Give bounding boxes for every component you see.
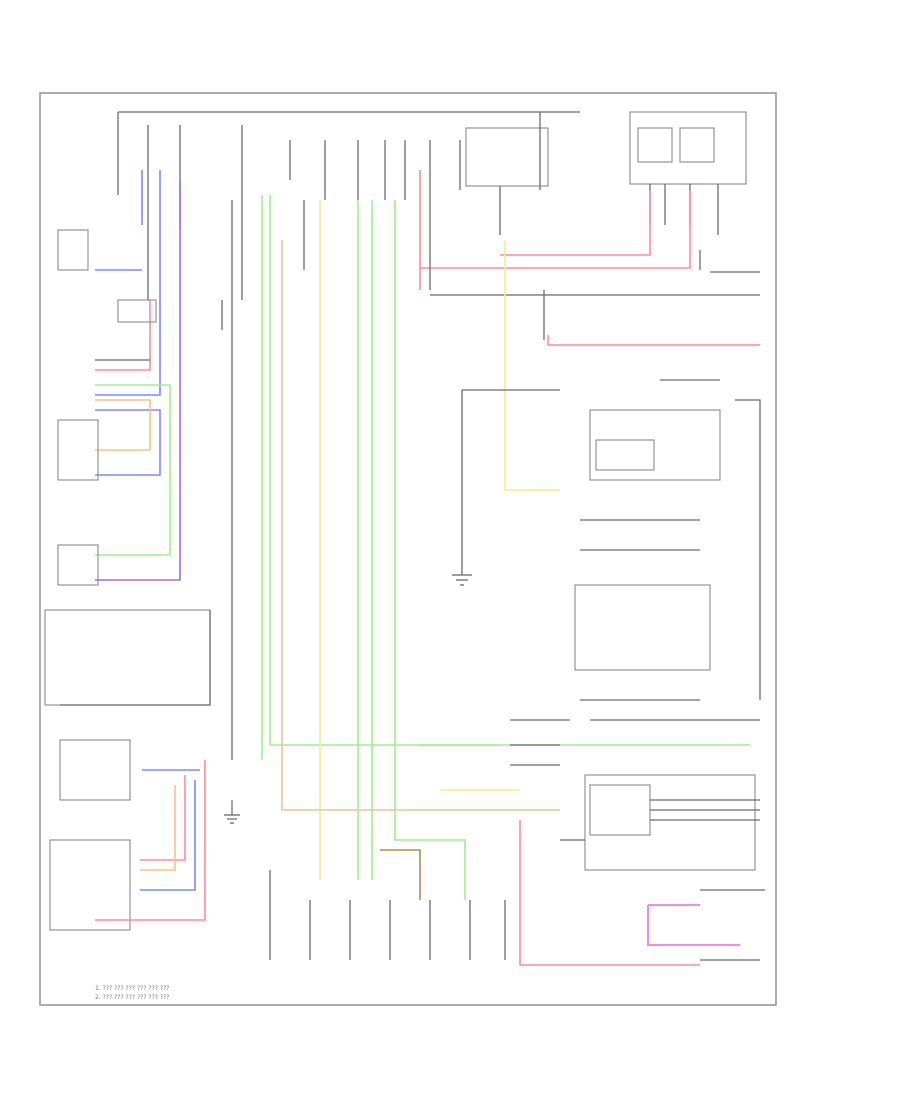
ground-symbol [452,574,472,586]
right-box-1-inner [595,439,655,471]
tan-trunk [281,240,560,811]
relay-box [465,127,549,187]
left-component-3 [57,544,99,586]
left-component-5 [59,739,131,801]
yellow-wire-right [504,240,560,491]
bottom-right-module [584,774,756,871]
right-box-2 [574,584,711,671]
green-trunk-2 [269,195,750,746]
bottom-right-module-inner [589,784,651,836]
blue-wire-left [95,170,161,396]
orange-wire-left [95,399,151,451]
diagram-note-2: 2. ??? ??? ??? ??? ??? ??? [95,994,170,1001]
connector-block [117,299,157,323]
red-wire-bottom-left [140,775,186,861]
green-trunk-4 [394,200,466,900]
control-module-inner-1 [637,127,673,163]
left-component-2 [57,419,99,481]
red-wire-top [419,170,691,290]
brown-wire [380,849,421,900]
magenta-wire [647,904,740,946]
left-component-6 [49,839,131,931]
left-component-4 [44,609,211,706]
top-bus [117,111,580,300]
green-wire-left [95,384,171,556]
control-module-box [629,111,747,185]
right-box-1 [589,409,721,481]
bottom-switch-row [95,760,700,966]
blue-wire-bottom-left [140,780,196,891]
left-component-1 [57,229,89,271]
center-ground [224,800,240,824]
diagram-note-1: 1. ??? ??? ??? ??? ??? ??? [95,985,170,992]
purple-wire [95,180,181,581]
diagram-frame [39,92,777,1006]
control-module-inner-2 [679,127,715,163]
